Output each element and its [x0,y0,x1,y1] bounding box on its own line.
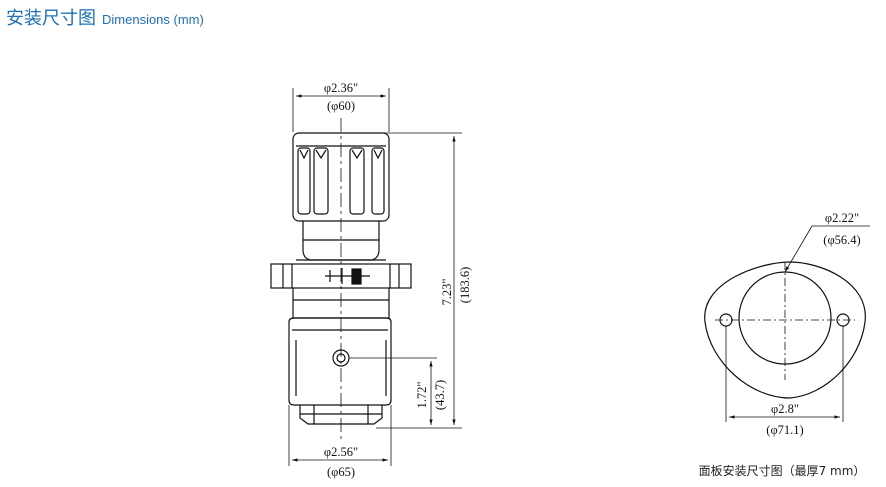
top-diameter-mm: (φ60) [327,99,355,113]
overall-height-inch: 7.23" [440,279,454,306]
hole-pitch-mm: (φ71.1) [766,423,803,437]
dim-overall-height [372,132,462,429]
title-chinese: 安装尺寸图 [6,8,96,29]
dim-top-diameter [292,88,390,132]
dim-bottom-diameter [288,405,392,466]
body [288,317,392,406]
panel-nut [270,263,412,289]
port-height-inch: 1.72" [415,382,429,409]
panel-cutout-view [704,261,866,399]
bottom-fitting [299,405,383,425]
bonnet [296,221,386,261]
bottom-diameter-mm: (φ65) [327,465,355,479]
bottom-diameter-inch: φ2.56" [324,445,358,459]
knob [292,132,390,222]
port-height-mm: (43.7) [433,380,447,410]
overall-height-mm: (183.6) [458,267,472,303]
title-english: Dimensions (mm) [102,12,204,27]
dim-panel-hole [784,225,870,273]
hole-pitch-inch: φ2.8" [771,402,799,416]
panel-hole-inch: φ2.22" [825,211,859,225]
panel-hole-mm: (φ56.4) [823,233,860,247]
top-diameter-inch: φ2.36" [324,81,358,95]
page-title: 安装尺寸图 Dimensions (mm) [6,4,204,30]
regulator-side-view [270,118,412,440]
dim-port-height [349,357,437,425]
panel-caption: 面板安装尺寸图（最厚7 mm） [699,463,866,478]
panel-outline [704,261,866,399]
dim-hole-pitch [725,326,844,422]
